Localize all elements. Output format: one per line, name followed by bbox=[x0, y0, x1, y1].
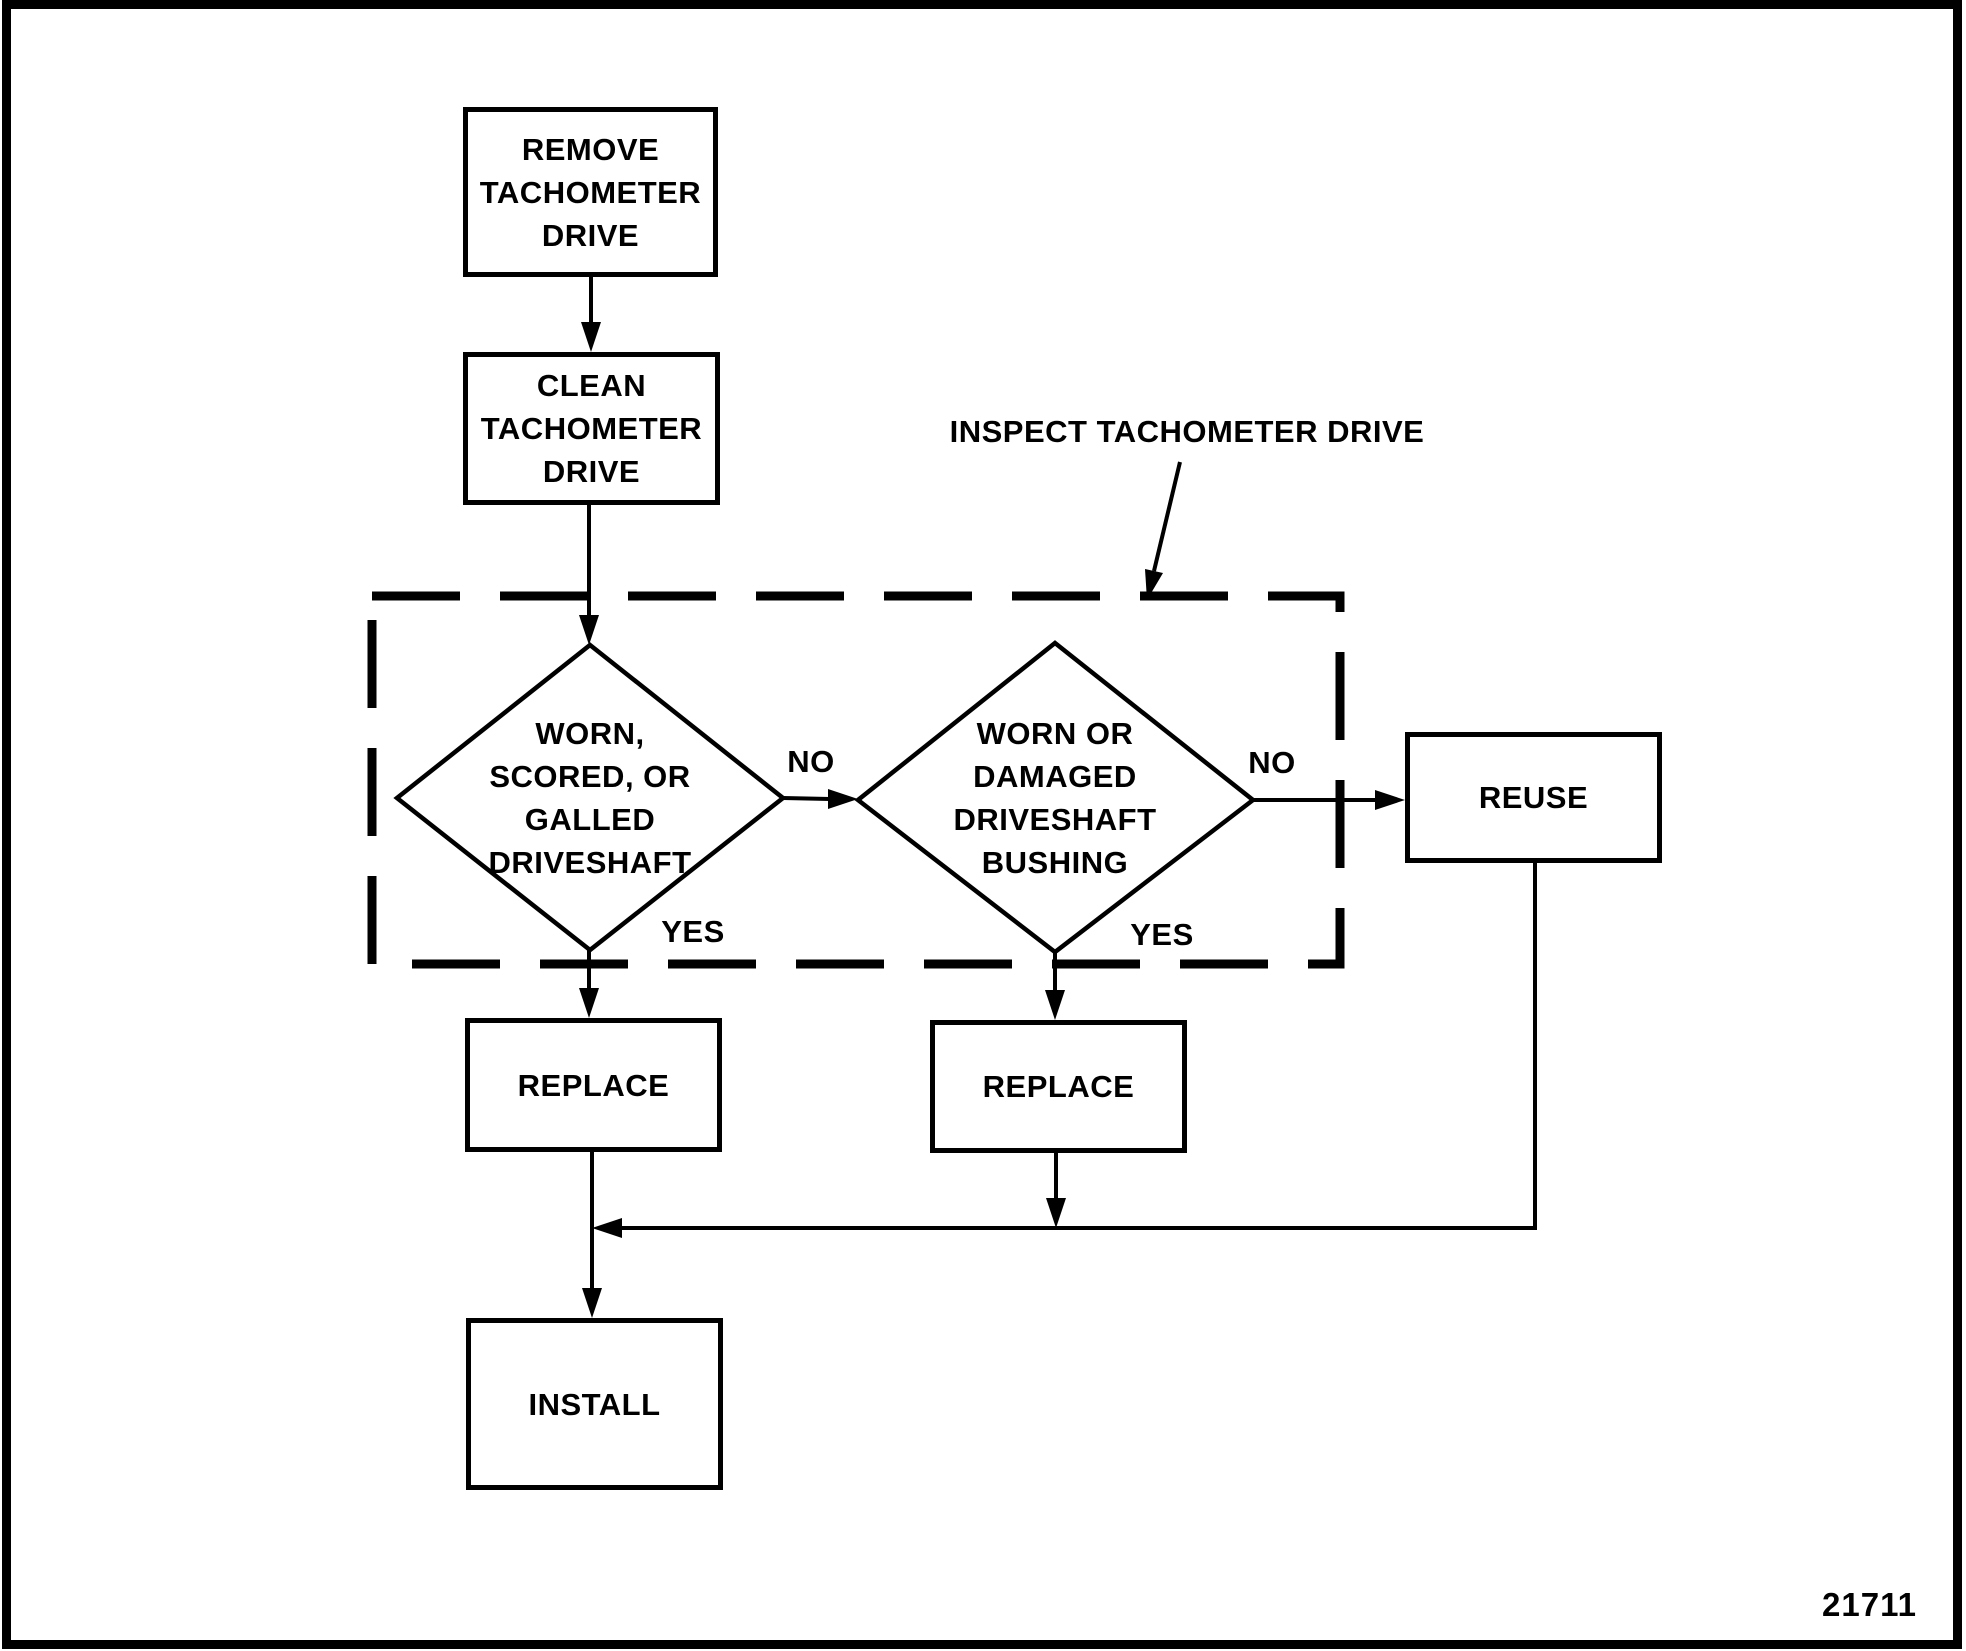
arrowhead-bushing-no bbox=[1375, 790, 1405, 810]
arrowhead-driveshaft-yes bbox=[579, 988, 599, 1018]
edge-label-bushing-no: NO bbox=[1248, 745, 1296, 780]
arrowhead-driveshaft-no bbox=[828, 789, 858, 809]
edge-label-driveshaft-yes: YES bbox=[661, 914, 725, 949]
arrowhead-replace2-junction bbox=[1046, 1198, 1066, 1228]
inspect-group-label: INSPECT TACHOMETER DRIVE bbox=[949, 414, 1425, 449]
node-clean-tachometer-drive: CLEAN TACHOMETER DRIVE bbox=[463, 352, 720, 505]
inspect-label-leader-line bbox=[1152, 461, 1182, 572]
edge-reuse-to-junction bbox=[620, 863, 1537, 1230]
edge-driveshaft-no-to-bushing bbox=[782, 796, 831, 801]
node-replace-bushing: REPLACE bbox=[930, 1020, 1187, 1153]
edge-label-bushing-yes: YES bbox=[1130, 917, 1194, 952]
node-reuse: REUSE bbox=[1405, 732, 1662, 863]
node-install: INSTALL bbox=[466, 1318, 723, 1490]
decision-label-bushing: WORN OR DAMAGED DRIVESHAFT BUSHING bbox=[953, 716, 1157, 880]
decision-label-driveshaft: WORN, SCORED, OR GALLED DRIVESHAFT bbox=[488, 716, 692, 880]
arrowhead-inspect-leader bbox=[1145, 569, 1163, 600]
figure-number: 21711 bbox=[1822, 1586, 1917, 1623]
node-replace-driveshaft: REPLACE bbox=[465, 1018, 722, 1152]
arrowhead-bushing-yes bbox=[1045, 990, 1065, 1020]
arrowhead-clean-to-driveshaft bbox=[579, 615, 599, 645]
edge-label-driveshaft-no: NO bbox=[787, 744, 835, 779]
inspect-boundary-dashed-rect bbox=[367, 591, 1345, 969]
node-remove-tachometer-drive: REMOVE TACHOMETER DRIVE bbox=[463, 107, 718, 277]
arrowhead-remove-to-clean bbox=[581, 322, 601, 352]
arrowhead-install bbox=[582, 1288, 602, 1318]
arrowhead-reuse-junction bbox=[592, 1218, 622, 1238]
